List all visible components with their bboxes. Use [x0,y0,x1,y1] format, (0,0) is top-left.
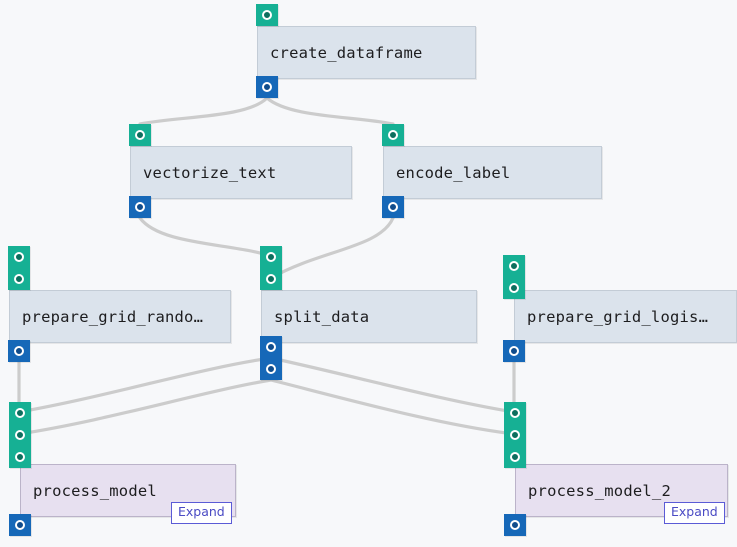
port-ring-icon [14,346,24,356]
node-body-vectorize_text[interactable]: vectorize_text [130,146,352,199]
port-ring-icon [510,452,520,462]
port-ring-icon [14,252,24,262]
node-label-create_dataframe: create_dataframe [270,43,423,62]
port-ring-icon [266,364,276,374]
edge-create-to-encode [265,96,395,126]
node-body-encode_label[interactable]: encode_label [383,146,602,199]
node-body-process_model_2[interactable]: process_model_2 [515,464,728,517]
port-ring-icon [14,274,24,284]
port-ring-icon [262,82,272,92]
output-port-split_data-output-port-1[interactable] [260,358,282,380]
port-ring-icon [15,408,25,418]
port-ring-icon [388,202,398,212]
expand-button-process_model[interactable]: Expand [171,502,232,524]
node-label-split_data: split_data [274,307,370,326]
input-port-process_model-input-port-2[interactable] [9,446,31,468]
input-port-vectorize_text-input-port-0[interactable] [129,124,151,146]
port-ring-icon [388,130,398,140]
node-label-prepare_grid_random: prepare_grid_rando… [22,307,204,326]
output-port-create_dataframe-output-port-0[interactable] [256,76,278,98]
input-port-create_dataframe-input-port-0[interactable] [256,4,278,26]
input-port-prepare_grid_logistic-input-port-1[interactable] [503,277,525,299]
port-ring-icon [266,342,276,352]
input-port-process_model_2-input-port-2[interactable] [504,446,526,468]
port-ring-icon [266,274,276,284]
output-port-prepare_grid_logistic-output-port-0[interactable] [503,340,525,362]
edge-vectorize-to-split [138,216,273,258]
port-ring-icon [510,520,520,530]
port-ring-icon [510,408,520,418]
output-port-process_model-output-port-0[interactable] [9,514,31,536]
port-ring-icon [509,261,519,271]
port-ring-icon [509,283,519,293]
edge-encode-to-split [269,216,395,280]
port-ring-icon [262,10,272,20]
node-label-process_model: process_model [33,481,157,500]
port-ring-icon [509,346,519,356]
input-port-prepare_grid_random-input-port-0[interactable] [8,246,30,268]
port-ring-icon [15,520,25,530]
node-body-create_dataframe[interactable]: create_dataframe [257,26,476,79]
node-label-vectorize_text: vectorize_text [143,163,277,182]
input-port-prepare_grid_logistic-input-port-0[interactable] [503,255,525,277]
output-port-encode_label-output-port-0[interactable] [382,196,404,218]
output-port-vectorize_text-output-port-0[interactable] [129,196,151,218]
edge-split1-to-process [17,378,273,436]
node-label-encode_label: encode_label [396,163,511,182]
input-port-process_model-input-port-0[interactable] [9,402,31,424]
port-ring-icon [15,452,25,462]
node-body-prepare_grid_random[interactable]: prepare_grid_rando… [9,290,231,343]
input-port-process_model_2-input-port-0[interactable] [504,402,526,424]
edge-split1-to-process2-b [269,378,516,436]
port-ring-icon [135,130,145,140]
input-port-process_model_2-input-port-1[interactable] [504,424,526,446]
input-port-process_model-input-port-1[interactable] [9,424,31,446]
edge-split0-to-process [17,356,273,414]
node-body-split_data[interactable]: split_data [261,290,477,343]
port-ring-icon [135,202,145,212]
port-ring-icon [266,252,276,262]
input-port-encode_label-input-port-0[interactable] [382,124,404,146]
input-port-split_data-input-port-1[interactable] [260,268,282,290]
port-ring-icon [510,430,520,440]
output-port-process_model_2-output-port-0[interactable] [504,514,526,536]
node-label-process_model_2: process_model_2 [528,481,671,500]
edge-split0-to-process2-a [269,356,516,414]
input-port-prepare_grid_random-input-port-1[interactable] [8,268,30,290]
port-ring-icon [15,430,25,440]
input-port-split_data-input-port-0[interactable] [260,246,282,268]
node-body-prepare_grid_logistic[interactable]: prepare_grid_logis… [514,290,737,343]
node-label-prepare_grid_logistic: prepare_grid_logis… [527,307,709,326]
edge-create-to-vectorize [138,96,269,126]
output-port-prepare_grid_random-output-port-0[interactable] [8,340,30,362]
output-port-split_data-output-port-0[interactable] [260,336,282,358]
expand-button-process_model_2[interactable]: Expand [664,502,725,524]
